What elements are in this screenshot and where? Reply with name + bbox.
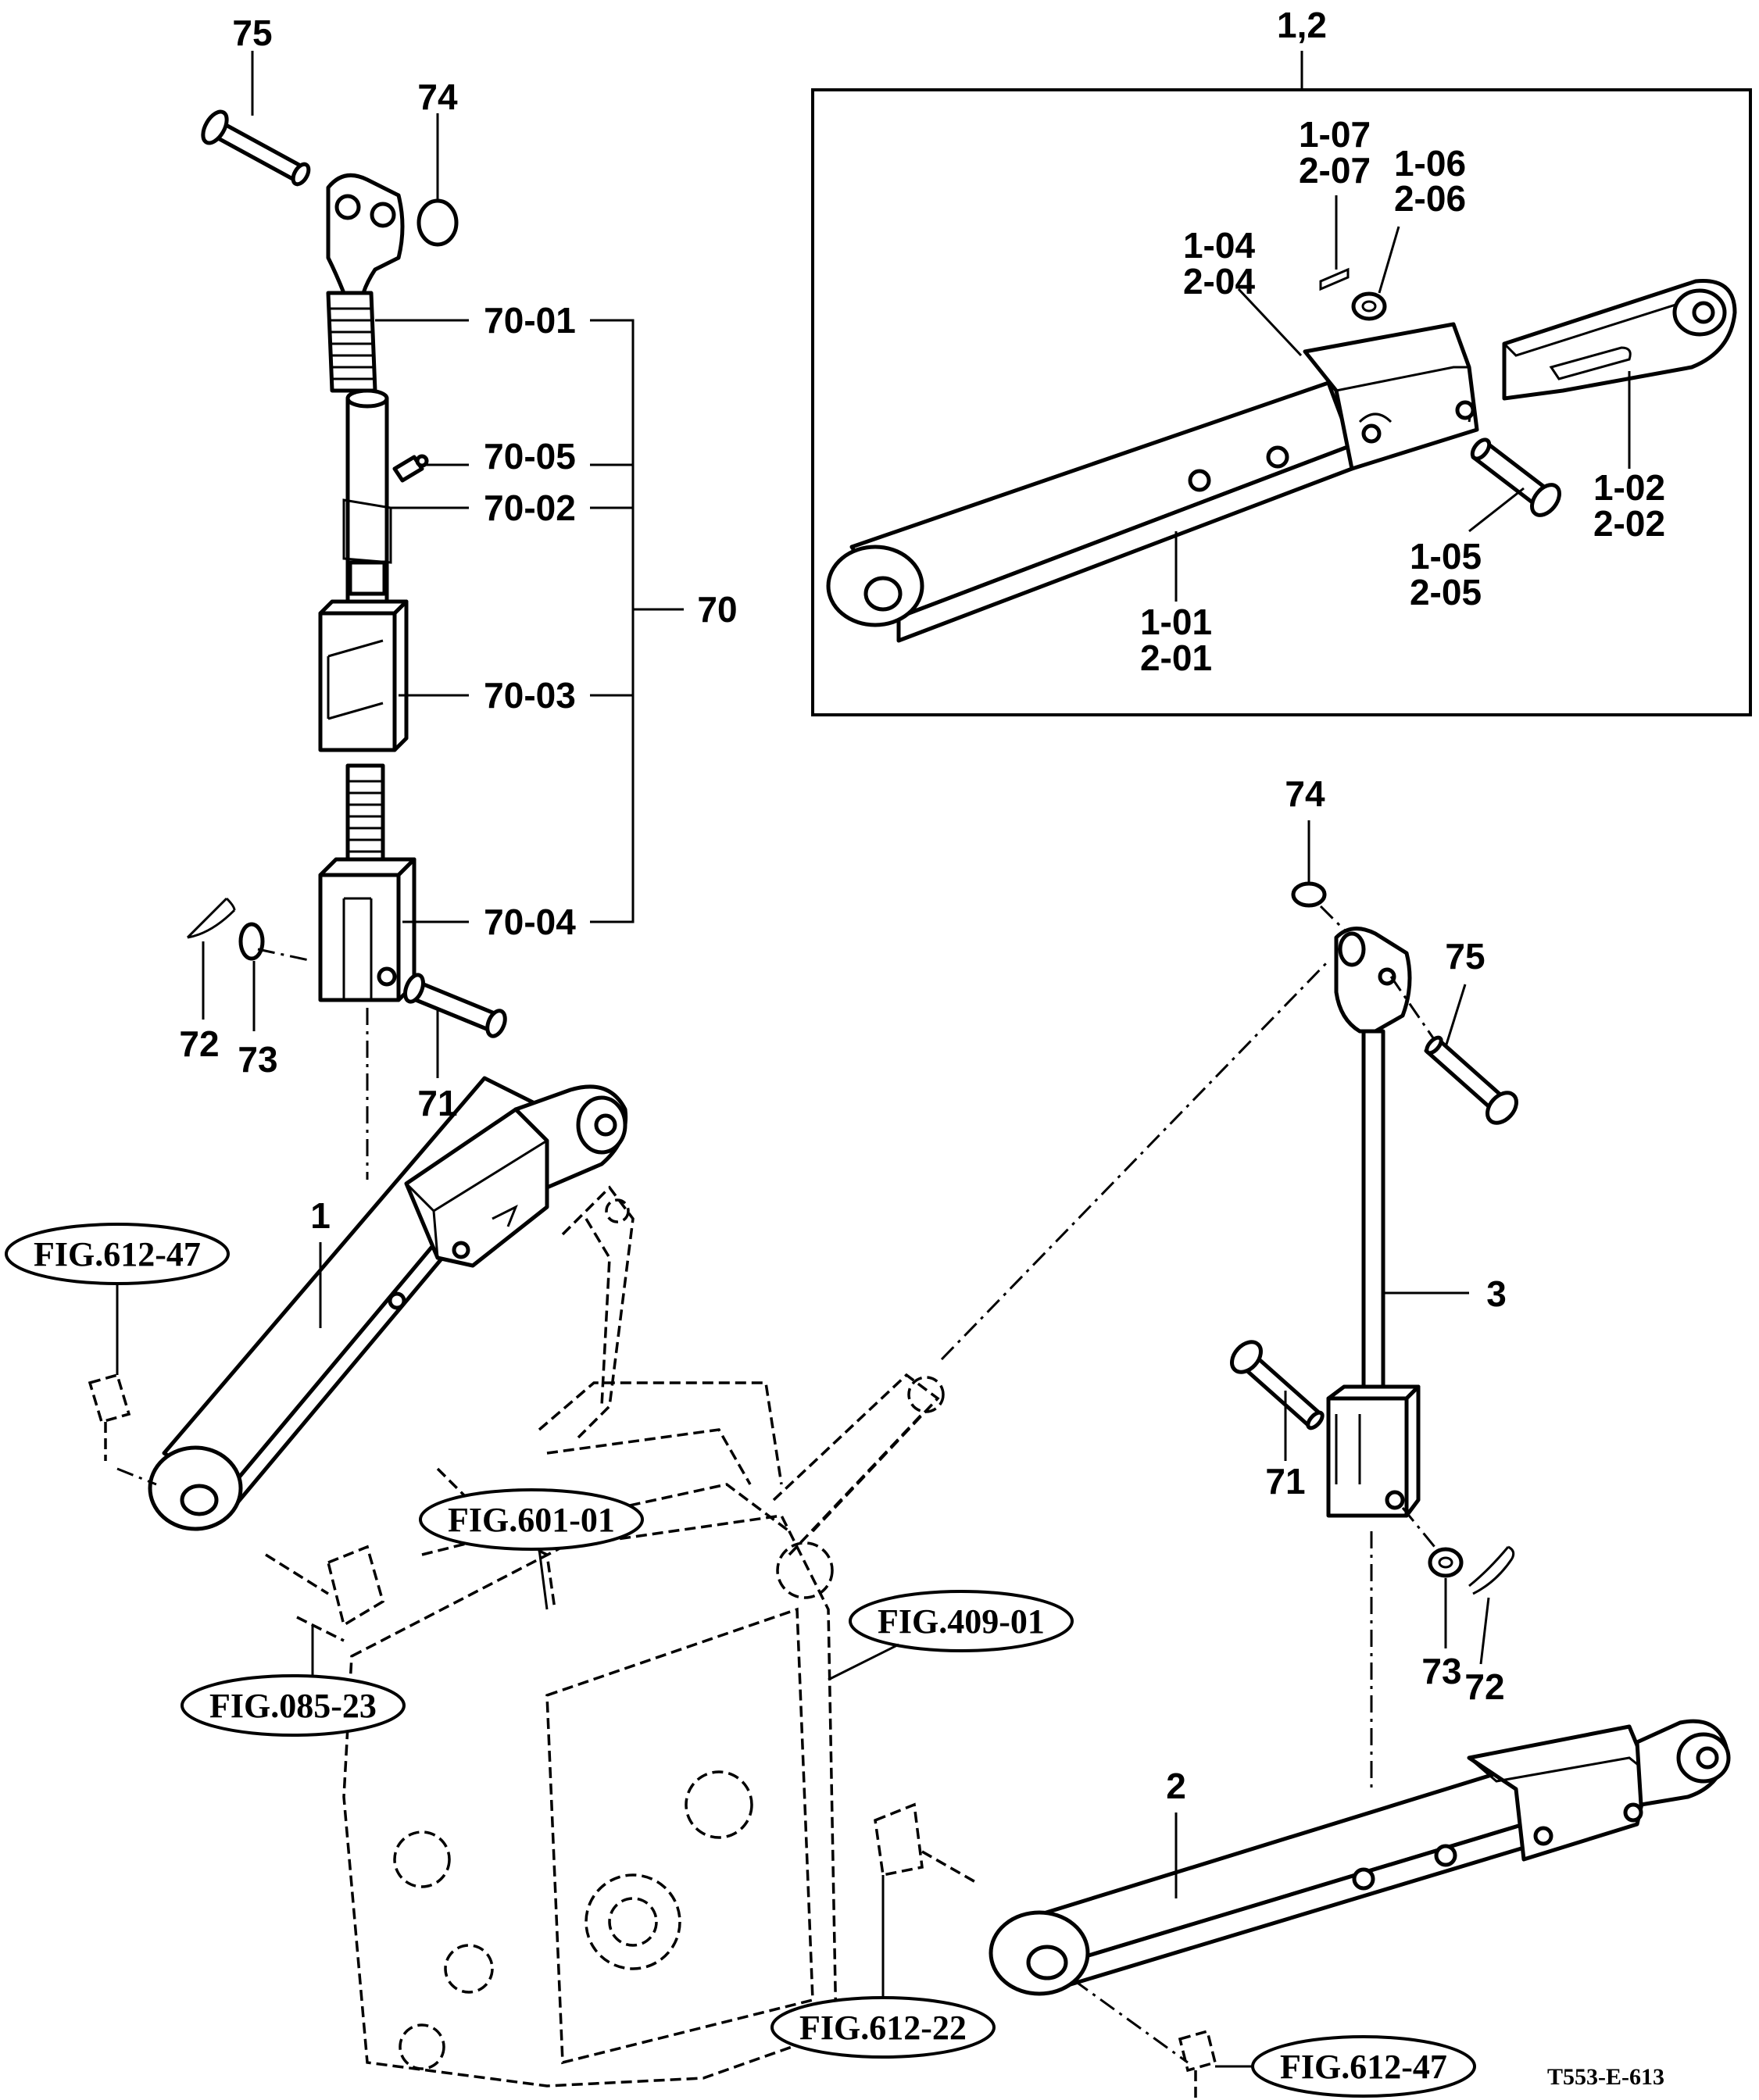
label-72-right: 72 (1464, 1666, 1504, 1707)
label-2: 2 (1166, 1766, 1186, 1806)
figure-references (5, 1223, 1476, 2098)
washer-73-left (238, 922, 265, 961)
ref-oval-fig409-01 (849, 1590, 1074, 1652)
ref-fig612-47-right[interactable]: FIG.612-47 (1280, 2048, 1447, 2086)
label-2-02: 2-02 (1593, 503, 1665, 544)
label-2-04: 2-04 (1183, 261, 1255, 302)
label-75-right: 75 (1445, 936, 1485, 977)
label-1: 1 (310, 1195, 331, 1236)
label-71-right: 71 (1265, 1461, 1305, 1502)
label-1-02: 1-02 (1593, 467, 1665, 508)
label-73-left: 73 (238, 1039, 277, 1080)
yoke-70-04 (318, 763, 417, 1002)
transmission-housing-phantom (342, 1185, 945, 2088)
label-70-04: 70-04 (484, 902, 576, 942)
label-72-left: 72 (179, 1023, 219, 1064)
grease-nipple-70-05 (392, 454, 429, 483)
pin-71-left (403, 973, 507, 1038)
label-70-03: 70-03 (484, 675, 576, 716)
r-clip-72-left (186, 897, 236, 939)
centerline-3-to-housing (940, 959, 1330, 1361)
leaders-70-group (202, 51, 684, 1078)
ref-fig612-47-left[interactable]: FIG.612-47 (34, 1235, 201, 1273)
label-1-01: 1-01 (1140, 602, 1212, 642)
tube-70-02 (342, 388, 392, 604)
centerline-link1-pivot (116, 1467, 157, 1486)
drawing-code: T553-E-613 (1547, 2064, 1664, 2090)
label-1-2: 1,2 (1277, 5, 1327, 45)
label-2-06: 2-06 (1394, 178, 1466, 219)
detail-box (811, 51, 1752, 716)
label-74-top: 74 (417, 77, 458, 117)
label-2-01: 2-01 (1140, 638, 1212, 678)
ref-oval-fig085-23 (181, 1674, 406, 1737)
label-2-07: 2-07 (1299, 150, 1371, 191)
circlip-74-right (1291, 881, 1327, 908)
label-3: 3 (1486, 1273, 1507, 1314)
label-70: 70 (697, 589, 737, 630)
ref-fig085-23[interactable]: FIG.085-23 (209, 1687, 377, 1725)
label-70-01: 70-01 (484, 300, 576, 341)
callout-labels: 75 74 70-01 70-05 70-02 70 70-03 70-04 7… (34, 5, 1665, 2090)
ref-fig409-01[interactable]: FIG.409-01 (878, 1602, 1045, 1641)
lower-link-left (148, 1076, 628, 1531)
yoke-70-01 (326, 173, 405, 393)
label-1-06: 1-06 (1394, 143, 1466, 184)
ref-fig612-22[interactable]: FIG.612-22 (799, 2009, 967, 2047)
label-71-left: 71 (417, 1083, 457, 1123)
ref-fig601-01[interactable]: FIG.601-01 (448, 1501, 615, 1539)
label-73-right: 73 (1421, 1651, 1461, 1691)
sleeve-70-03 (318, 599, 409, 752)
top-link-assembly (186, 109, 507, 1180)
lower-link-right (989, 1719, 1731, 1996)
centerline-link2-pivot (1046, 1959, 1189, 2064)
label-2-05: 2-05 (1410, 572, 1482, 612)
circlip-74-top (417, 198, 459, 247)
rod-3 (1230, 820, 1518, 1665)
pivot-shafts-phantom (88, 1373, 1217, 2100)
label-1-04: 1-04 (1183, 225, 1255, 266)
ref-oval-fig601-01 (419, 1488, 644, 1551)
label-74-right: 74 (1285, 773, 1325, 814)
label-1-05: 1-05 (1410, 536, 1482, 577)
label-70-02: 70-02 (484, 488, 576, 528)
label-70-05: 70-05 (484, 436, 576, 477)
pin-75-top (201, 109, 311, 187)
label-1-07: 1-07 (1299, 114, 1371, 155)
label-75-top: 75 (232, 12, 272, 53)
